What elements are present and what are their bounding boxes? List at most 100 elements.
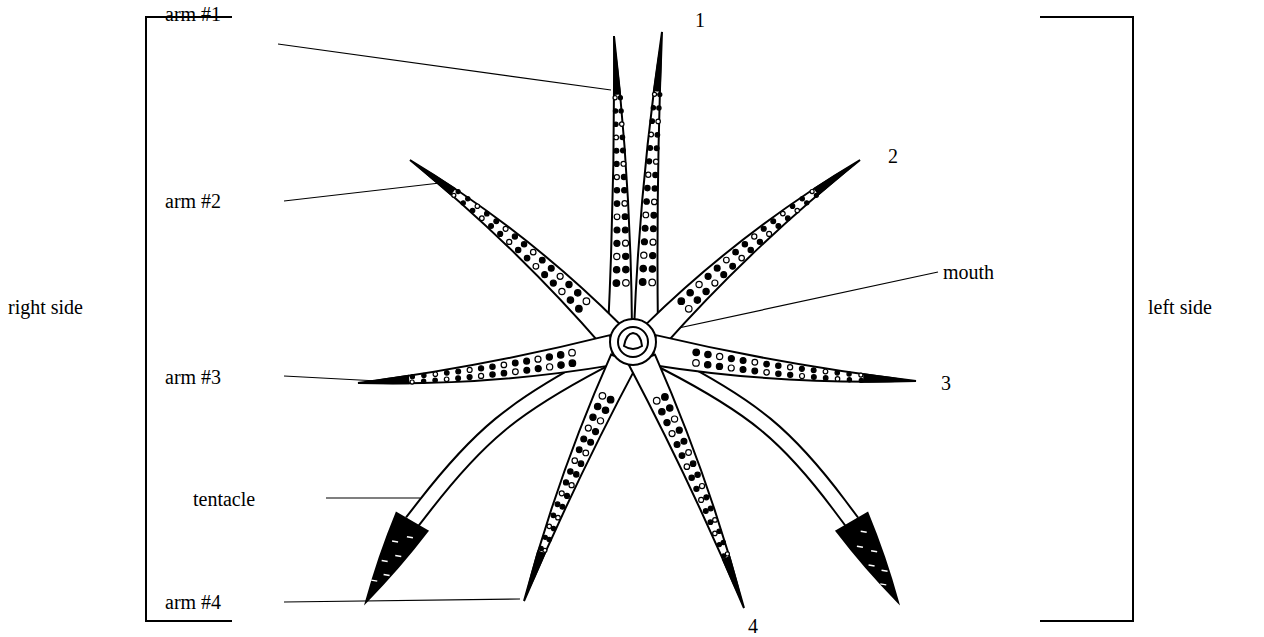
side-label: left side: [1148, 296, 1212, 318]
sucker: [433, 372, 437, 376]
sucker: [461, 201, 465, 205]
sucker: [620, 122, 624, 126]
sucker: [714, 265, 720, 271]
club-sucker: [384, 574, 390, 575]
sucker: [686, 450, 692, 456]
sucker: [651, 212, 657, 218]
sucker: [776, 224, 781, 229]
sucker: [859, 373, 863, 377]
sucker: [704, 495, 709, 500]
sucker: [619, 109, 623, 113]
sucker: [530, 249, 535, 254]
sucker: [835, 377, 839, 381]
sucker: [559, 288, 565, 294]
sucker: [620, 135, 625, 140]
callout-number: 3: [941, 372, 951, 394]
sucker: [456, 376, 461, 381]
sucker: [639, 279, 646, 286]
sucker: [752, 359, 758, 365]
club-sucker: [392, 541, 398, 542]
sucker: [699, 484, 704, 489]
sucker: [560, 504, 565, 509]
callout-number: 1: [695, 9, 705, 31]
sucker: [566, 281, 572, 287]
sucker: [558, 362, 564, 368]
sucker: [694, 486, 699, 491]
sucker: [651, 106, 655, 110]
sucker: [614, 227, 620, 233]
sucker: [557, 273, 563, 279]
sucker: [644, 199, 649, 204]
club-sucker: [371, 580, 377, 581]
sucker: [646, 172, 651, 177]
sucker: [667, 405, 673, 411]
sucker: [623, 280, 630, 287]
leader-line: [284, 376, 378, 381]
sucker: [593, 429, 599, 435]
sucker: [640, 265, 646, 271]
sucker: [728, 356, 734, 362]
sucker: [444, 377, 449, 382]
sucker: [650, 226, 656, 232]
sucker: [703, 509, 708, 514]
sucker: [485, 211, 490, 216]
sucker: [539, 257, 545, 263]
sucker: [805, 201, 809, 205]
arm-tip: [410, 160, 456, 195]
sucker: [767, 231, 772, 236]
sucker: [539, 546, 543, 550]
sucker: [685, 305, 692, 312]
sucker: [410, 375, 414, 379]
arm-tip: [722, 556, 744, 608]
sucker: [599, 393, 606, 400]
sucker: [614, 188, 619, 193]
sucker: [669, 431, 675, 437]
sucker: [614, 148, 619, 153]
sucker: [823, 376, 828, 381]
sucker: [859, 378, 863, 382]
sucker: [433, 378, 437, 382]
sucker: [695, 472, 700, 477]
sucker: [551, 513, 556, 518]
sucker: [572, 458, 577, 463]
sucker: [641, 252, 647, 258]
sucker: [655, 133, 660, 138]
sucker: [799, 366, 804, 371]
sucker: [547, 524, 551, 528]
part-label: tentacle: [193, 488, 255, 510]
sucker: [456, 369, 461, 374]
sucker: [479, 366, 484, 371]
sucker: [785, 216, 790, 221]
club-sucker: [857, 546, 863, 547]
sucker: [678, 298, 685, 305]
sucker: [576, 305, 583, 312]
sucker: [576, 447, 582, 453]
sucker: [503, 226, 508, 231]
sucker: [501, 370, 506, 375]
sucker: [597, 418, 603, 424]
arm: [652, 335, 916, 382]
sucker: [764, 361, 769, 366]
sucker: [498, 231, 503, 236]
club-sucker: [395, 556, 401, 557]
part-label: arm #4: [165, 591, 221, 613]
sucker: [654, 159, 659, 164]
sucker: [662, 394, 669, 401]
sucker: [674, 442, 680, 448]
sucker: [649, 266, 655, 272]
beak: [624, 333, 642, 349]
sucker: [771, 219, 776, 224]
sucker: [516, 247, 521, 252]
sucker: [614, 161, 619, 166]
sucker: [489, 224, 494, 229]
sucker: [717, 353, 723, 359]
sucker: [535, 356, 541, 362]
sucker: [444, 371, 449, 376]
sucker: [742, 242, 747, 247]
sucker: [456, 190, 460, 194]
club-sucker: [882, 570, 888, 571]
arm: [524, 355, 637, 601]
sucker: [656, 119, 660, 123]
sucker: [811, 368, 816, 373]
arm: [634, 32, 662, 331]
